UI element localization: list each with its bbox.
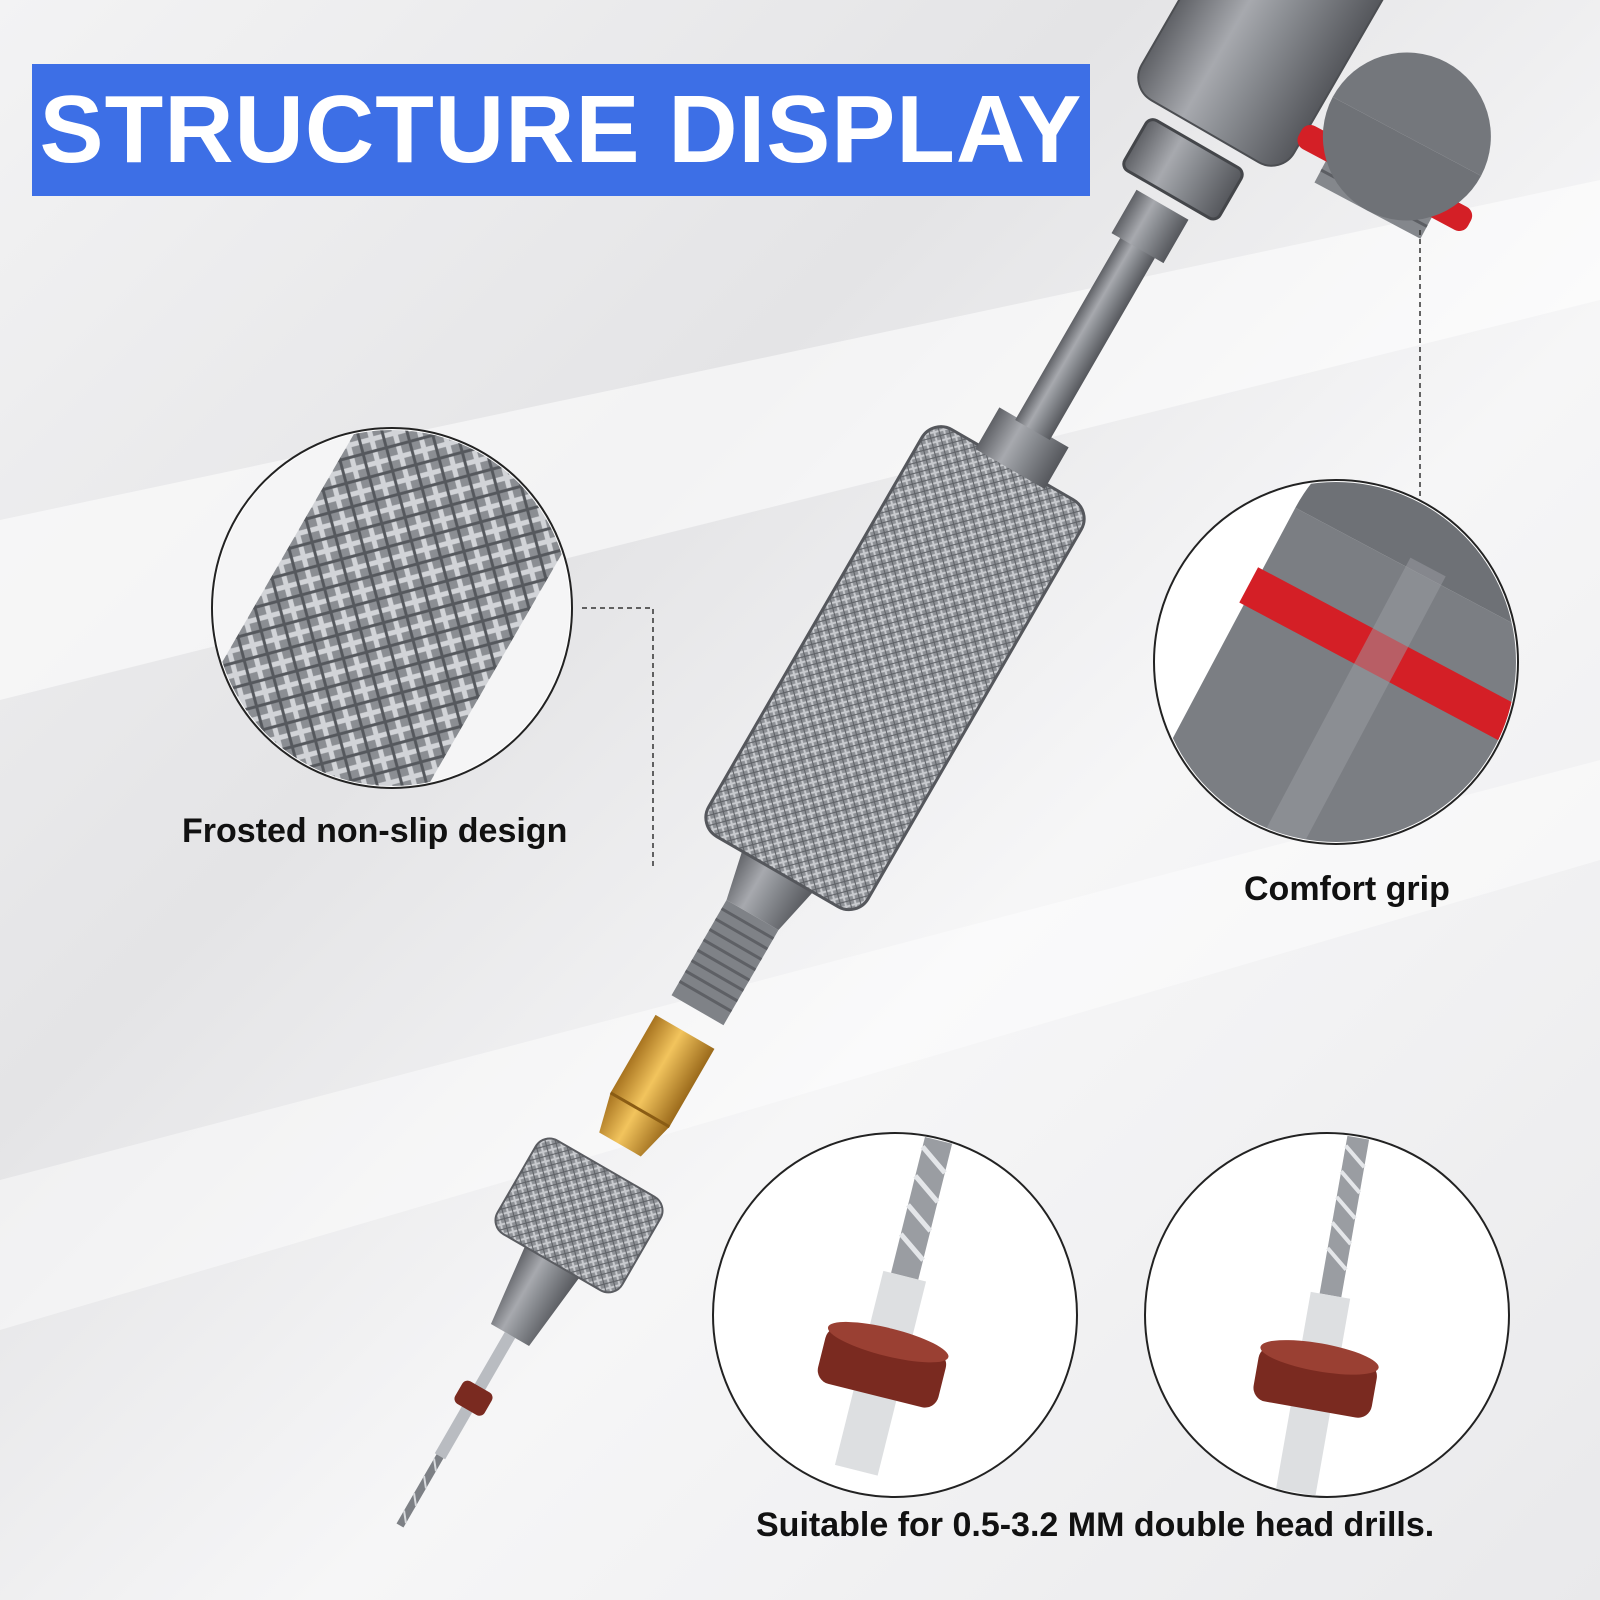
background-streak xyxy=(0,760,1600,1330)
caption-frosted: Frosted non-slip design xyxy=(182,812,568,850)
magnifier-grip xyxy=(1153,479,1519,845)
page-title: STRUCTURE DISPLAY xyxy=(39,76,1083,183)
magnifier-drill-bit xyxy=(712,1132,1078,1498)
magnifier-drill-bit xyxy=(1144,1132,1510,1498)
caption-grip: Comfort grip xyxy=(1244,870,1450,908)
brass-collet-part xyxy=(599,1014,715,1157)
top-cap-part xyxy=(1297,52,1491,239)
threaded-end-part xyxy=(671,846,817,1026)
bearing-part xyxy=(1122,118,1244,221)
drill-bit-part xyxy=(396,1331,516,1528)
hand-drill-assembly xyxy=(396,0,1418,1528)
cap-body-part xyxy=(1137,0,1418,167)
chuck-nut-part xyxy=(490,1137,664,1346)
caption-drills: Suitable for 0.5-3.2 MM double head dril… xyxy=(756,1506,1435,1544)
title-banner: STRUCTURE DISPLAY xyxy=(32,64,1090,196)
spindle-part xyxy=(975,189,1189,489)
leader-line-frost xyxy=(582,607,654,870)
